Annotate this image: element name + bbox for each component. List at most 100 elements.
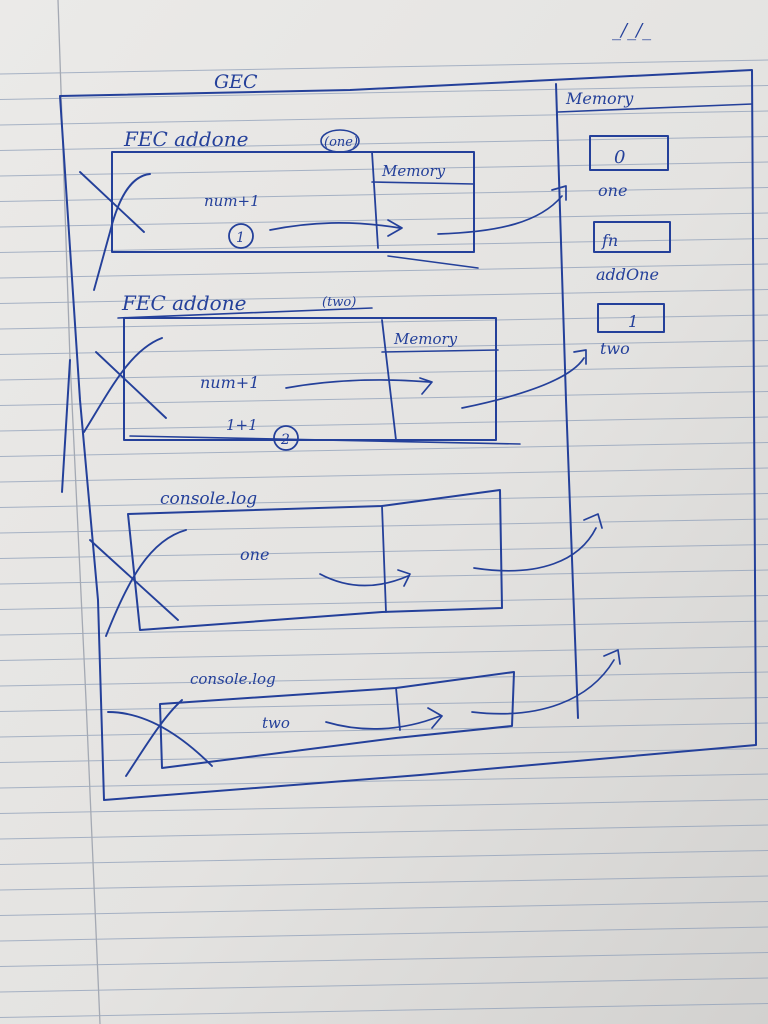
console-two-divider [395, 687, 401, 731]
memory-name: two [600, 339, 630, 358]
fec-two-arg: (two) [322, 295, 356, 310]
ruled-line [0, 187, 768, 202]
ruled-line [0, 493, 768, 508]
ruled-line [0, 926, 768, 942]
ruled-line [0, 799, 768, 814]
console-one-code: one [240, 545, 269, 564]
fec-two-return-arrow [461, 349, 587, 409]
ruled-line [0, 646, 768, 661]
fec-one-step-circle [228, 223, 254, 249]
margin-line [57, 0, 101, 1024]
memory-entry-one: 0 one [589, 135, 669, 200]
ruled-line [0, 263, 768, 279]
memory-name: addOne [596, 265, 659, 284]
console-one-arrow [319, 569, 411, 587]
fec-two-label: FEC addone [121, 291, 246, 315]
ruled-line [0, 212, 768, 228]
console-one-cross [89, 529, 187, 637]
fec-one-arg: (one) [324, 135, 358, 150]
fec-one-arrow [269, 219, 403, 237]
ruled-line [0, 773, 768, 789]
ruled-line [0, 238, 768, 253]
ruled-line [0, 952, 768, 967]
fec-one-bottom-stroke [387, 255, 479, 269]
fec-two-memory-title: Memory [393, 330, 458, 348]
memory-value: 0 [614, 147, 625, 168]
console-two-arrow [325, 707, 443, 730]
memory-entry-addone: fn addOne [593, 221, 671, 284]
fec-one-code: num+1 [204, 192, 260, 210]
console-one-context: console.log one [89, 489, 603, 637]
ruled-line [0, 875, 768, 891]
memory-entry-two: 1 two [597, 303, 665, 358]
fec-one-memory-header-line [371, 181, 475, 185]
ruled-line [0, 161, 768, 177]
fec-two-step-circle [273, 425, 299, 451]
ruled-line [0, 289, 768, 304]
memory-value-box [597, 303, 665, 333]
ruled-line [0, 722, 768, 738]
ruled-line [0, 518, 768, 534]
global-memory-title: Memory [565, 89, 634, 108]
ruled-line [0, 977, 768, 993]
global-memory-divider [555, 83, 579, 719]
ruled-line [0, 595, 768, 610]
ruled-line [0, 314, 768, 330]
ruled-line [0, 340, 768, 355]
ruled-line [0, 748, 768, 763]
fec-two-code-2: 1+1 [226, 416, 258, 434]
ruled-line [0, 824, 768, 840]
console-one-divider [381, 505, 387, 613]
console-one-return-arrow [473, 513, 603, 572]
fec-one-context: FEC addone (one) Memory num+1 1 [79, 127, 567, 291]
fec-one-memory-title: Memory [381, 162, 446, 180]
fec-two-memory-header-line [381, 349, 499, 353]
ruled-line [0, 110, 768, 126]
fec-two-code-1: num+1 [200, 373, 259, 392]
console-two-label: console.log [190, 670, 276, 688]
fec-two-underline [117, 307, 373, 319]
global-memory-header-line [557, 103, 753, 113]
memory-value: fn [601, 231, 618, 250]
fec-two-context: FEC addone (two) Memory num+1 1+1 2 [83, 291, 587, 451]
fec-two-step-marker: 2 [280, 432, 290, 448]
console-two-cross [107, 699, 213, 777]
ruled-line [0, 850, 768, 865]
ruled-line [0, 467, 768, 483]
ruled-line [0, 671, 768, 687]
console-two-context: console.log two [107, 649, 621, 777]
memory-name: one [598, 181, 627, 200]
console-one-label: console.log [160, 489, 257, 509]
fec-one-cross [79, 171, 151, 291]
fec-two-bottom-stroke [129, 435, 521, 445]
fec-one-memory-divider [371, 151, 379, 249]
date-mark: _/_/_ [612, 20, 651, 41]
fec-one-label: FEC addone [123, 127, 248, 151]
gec-label: GEC [214, 71, 258, 93]
ruled-line [0, 697, 768, 712]
ruled-line [0, 416, 768, 432]
ruled-line [0, 365, 768, 381]
ruled-line [0, 136, 768, 151]
gec-outer-box [59, 69, 757, 801]
ruled-line [0, 620, 768, 636]
fec-one-step-marker: 1 [236, 230, 245, 246]
ruled-line [0, 391, 768, 406]
fec-one-return-arrow [437, 185, 567, 235]
ruled-line [0, 59, 768, 75]
ruled-line [0, 442, 768, 457]
memory-value-box [589, 135, 669, 171]
fec-two-cross [83, 337, 167, 433]
fec-two-arrow [285, 377, 433, 395]
memory-value: 1 [628, 312, 638, 331]
console-two-return-arrow [471, 649, 621, 715]
ruled-line [0, 901, 768, 916]
gec-left-stroke [61, 359, 71, 493]
ruled-line [0, 1003, 768, 1018]
ruled-line [0, 85, 768, 100]
memory-value-box [593, 221, 671, 253]
ruled-lines [0, 59, 768, 1018]
